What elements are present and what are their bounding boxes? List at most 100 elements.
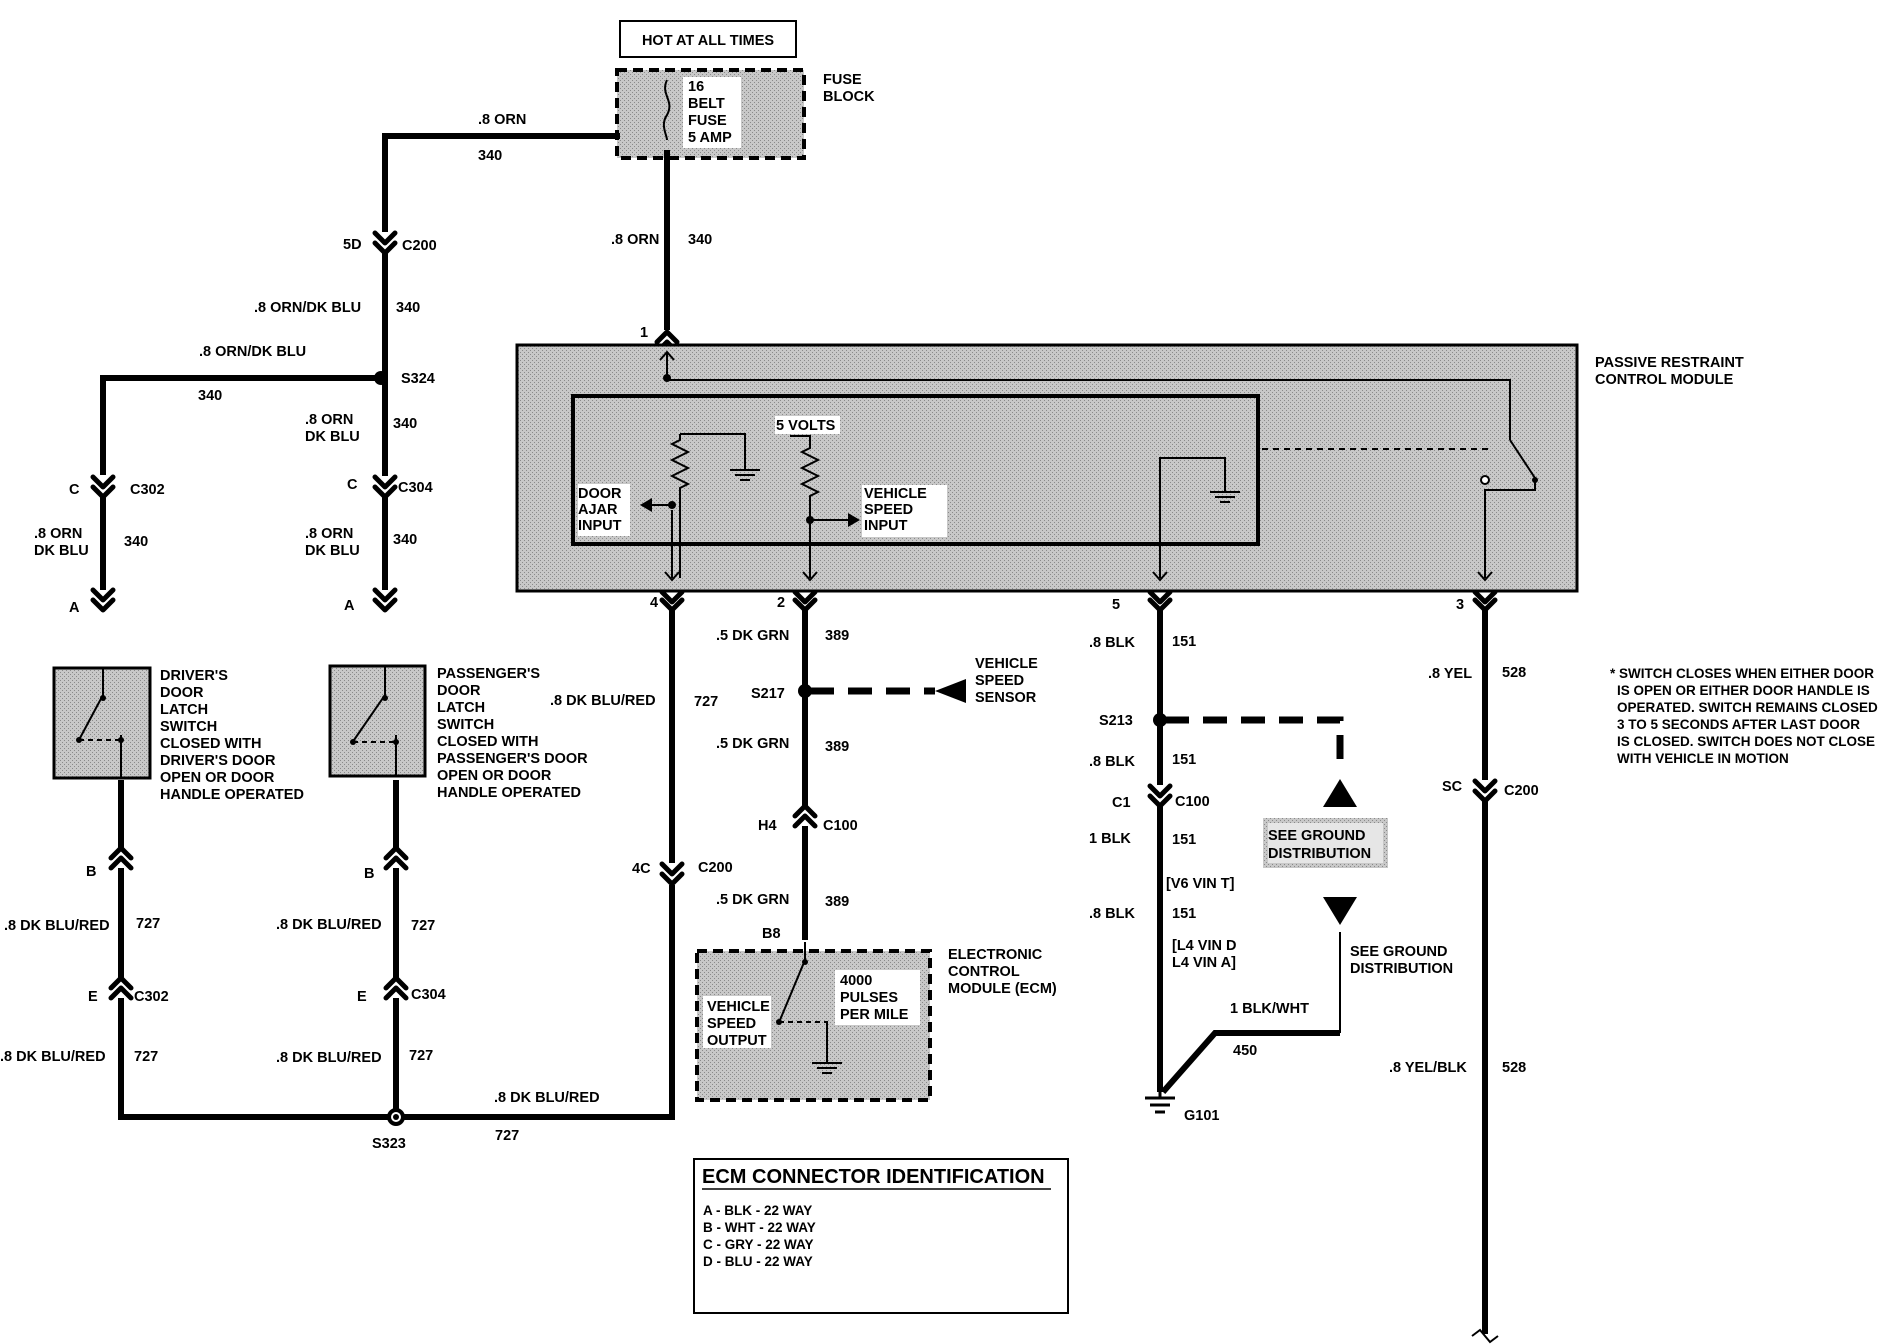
internal-ground-icon-2	[1210, 491, 1240, 503]
svg-text:C100: C100	[823, 818, 858, 834]
svg-text:.8 DK BLU/RED: .8 DK BLU/RED	[4, 918, 110, 934]
switch-footnote: * SWITCH CLOSES WHEN EITHER DOOR IS OPEN…	[1610, 666, 1878, 766]
svg-text:.8 DK BLU/RED: .8 DK BLU/RED	[550, 693, 656, 709]
svg-text:OPEN OR DOOR: OPEN OR DOOR	[160, 770, 275, 786]
svg-text:727: 727	[411, 918, 435, 934]
ground-up-arrow-icon	[1323, 779, 1357, 807]
svg-text:H4: H4	[758, 818, 777, 834]
svg-text:A: A	[69, 600, 80, 616]
splice-s217	[798, 684, 812, 698]
svg-text:[V6 VIN T]: [V6 VIN T]	[1166, 876, 1235, 892]
svg-text:DOOR: DOOR	[578, 486, 622, 502]
svg-text:340: 340	[198, 388, 222, 404]
svg-text:5D: 5D	[343, 237, 362, 253]
svg-text:D - BLU - 22 WAY: D - BLU - 22 WAY	[703, 1254, 813, 1269]
svg-text:HANDLE OPERATED: HANDLE OPERATED	[160, 787, 304, 803]
svg-text:AJAR: AJAR	[578, 502, 618, 518]
svg-text:OUTPUT: OUTPUT	[707, 1033, 767, 1049]
svg-text:A - BLK - 22 WAY: A - BLK - 22 WAY	[703, 1203, 812, 1218]
svg-text:.8 DK BLU/RED: .8 DK BLU/RED	[276, 1050, 382, 1066]
svg-text:VEHICLE: VEHICLE	[707, 999, 770, 1015]
svg-text:450: 450	[1233, 1043, 1257, 1059]
svg-text:.8 ORN: .8 ORN	[305, 526, 353, 542]
svg-text:IS OPEN OR EITHER DOOR HANDLE: IS OPEN OR EITHER DOOR HANDLE IS	[1617, 683, 1870, 698]
svg-text:.5 DK GRN: .5 DK GRN	[716, 736, 789, 752]
svg-text:DOOR: DOOR	[437, 683, 481, 699]
svg-text:DRIVER'S: DRIVER'S	[160, 668, 228, 684]
ground-g101-icon	[1145, 1092, 1175, 1114]
svg-text:5 AMP: 5 AMP	[688, 130, 732, 146]
svg-text:.8 BLK: .8 BLK	[1089, 635, 1135, 651]
svg-text:DK BLU: DK BLU	[305, 429, 360, 445]
svg-text:SWITCH: SWITCH	[160, 719, 217, 735]
svg-text:L4 VIN A]: L4 VIN A]	[1172, 955, 1236, 971]
svg-text:C: C	[69, 482, 80, 498]
svg-text:[L4 VIN D: [L4 VIN D	[1172, 938, 1236, 954]
svg-text:151: 151	[1172, 634, 1196, 650]
svg-text:C302: C302	[134, 989, 169, 1005]
svg-text:.8 ORN: .8 ORN	[611, 232, 659, 248]
svg-text:C304: C304	[398, 480, 433, 496]
driver-switch-label: DRIVER'S DOOR LATCH SWITCH CLOSED WITH D…	[160, 668, 304, 803]
svg-text:CLOSED WITH: CLOSED WITH	[437, 734, 539, 750]
passenger-switch-label: PASSENGER'S DOOR LATCH SWITCH CLOSED WIT…	[437, 666, 588, 801]
svg-text:.8 DK BLU/RED: .8 DK BLU/RED	[276, 917, 382, 933]
svg-text:SPEED: SPEED	[975, 673, 1024, 689]
svg-text:LATCH: LATCH	[160, 702, 208, 718]
svg-text:5: 5	[1112, 597, 1120, 613]
svg-text:SENSOR: SENSOR	[975, 690, 1037, 706]
svg-text:CLOSED WITH: CLOSED WITH	[160, 736, 262, 752]
svg-text:BELT: BELT	[688, 96, 725, 112]
svg-text:OPERATED. SWITCH REMAINS CLOS: OPERATED. SWITCH REMAINS CLOSED	[1617, 700, 1878, 715]
svg-text:4: 4	[650, 595, 658, 611]
svg-text:.8 YEL: .8 YEL	[1428, 666, 1472, 682]
svg-text:151: 151	[1172, 832, 1196, 848]
svg-text:16: 16	[688, 79, 704, 95]
svg-text:E: E	[357, 989, 367, 1005]
svg-text:727: 727	[134, 1049, 158, 1065]
svg-text:LATCH: LATCH	[437, 700, 485, 716]
svg-text:4000: 4000	[840, 973, 872, 989]
wire-labels: .8 ORN 340 .8 ORN 340 5D C200 .8 ORN/DK …	[0, 112, 1539, 1152]
svg-text:727: 727	[495, 1128, 519, 1144]
svg-text:A: A	[344, 598, 355, 614]
see-ground-label-2: SEE GROUND	[1350, 944, 1448, 960]
driver-door-latch-switch	[52, 666, 152, 780]
svg-text:SPEED: SPEED	[864, 502, 913, 518]
svg-text:* SWITCH CLOSES WHEN EITHER D: * SWITCH CLOSES WHEN EITHER DOOR	[1610, 666, 1874, 681]
svg-text:HOT AT ALL TIMES: HOT AT ALL TIMES	[642, 33, 774, 49]
svg-text:DRIVER'S DOOR: DRIVER'S DOOR	[160, 753, 276, 769]
svg-text:OPEN OR DOOR: OPEN OR DOOR	[437, 768, 552, 784]
passenger-door-latch-switch	[328, 664, 427, 778]
svg-text:C1: C1	[1112, 795, 1131, 811]
svg-text:B: B	[364, 866, 374, 882]
svg-text:389: 389	[825, 739, 849, 755]
see-ground-label-1: SEE GROUND	[1268, 828, 1366, 844]
svg-text:SWITCH: SWITCH	[437, 717, 494, 733]
svg-text:.8 ORN: .8 ORN	[478, 112, 526, 128]
svg-text:.8 BLK: .8 BLK	[1089, 906, 1135, 922]
svg-text:340: 340	[124, 534, 148, 550]
svg-text:.8 BLK: .8 BLK	[1089, 754, 1135, 770]
connector-symbols	[90, 230, 1499, 1344]
splice-s324	[374, 371, 388, 385]
svg-text:SC: SC	[1442, 779, 1463, 795]
svg-text:DK BLU: DK BLU	[34, 543, 89, 559]
svg-text:151: 151	[1172, 906, 1196, 922]
svg-text:VEHICLE: VEHICLE	[864, 486, 927, 502]
svg-text:340: 340	[688, 232, 712, 248]
svg-text:5 VOLTS: 5 VOLTS	[776, 418, 836, 434]
svg-text:.8 ORN/DK BLU: .8 ORN/DK BLU	[199, 344, 306, 360]
svg-text:C200: C200	[1504, 783, 1539, 799]
svg-text:G101: G101	[1184, 1108, 1219, 1124]
ecm-connector-table: ECM CONNECTOR IDENTIFICATION A - BLK - 2…	[693, 1158, 1069, 1314]
svg-text:WITH VEHICLE IN MOTION: WITH VEHICLE IN MOTION	[1617, 751, 1789, 766]
svg-text:S323: S323	[372, 1136, 406, 1152]
svg-text:.5 DK GRN: .5 DK GRN	[716, 628, 789, 644]
svg-text:C200: C200	[698, 860, 733, 876]
ground-down-arrow-icon	[1323, 897, 1357, 925]
fuse-block: 16 BELT FUSE 5 AMP	[615, 68, 806, 160]
svg-text:.8 DK BLU/RED: .8 DK BLU/RED	[0, 1049, 106, 1065]
svg-text:.8 DK BLU/RED: .8 DK BLU/RED	[494, 1090, 600, 1106]
svg-text:2: 2	[777, 595, 785, 611]
